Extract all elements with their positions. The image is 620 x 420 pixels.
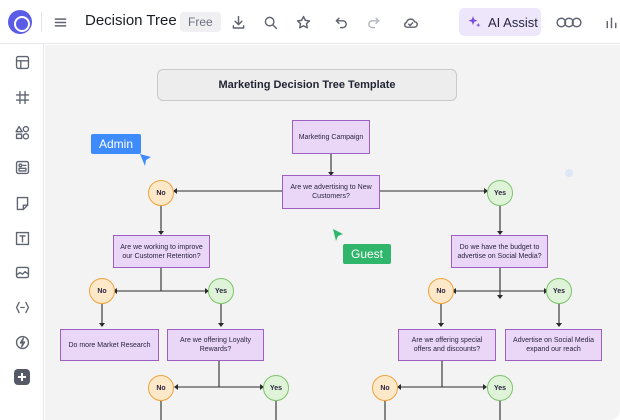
node-social-media-budget[interactable]: Do we have the budget to advertise on So… [451, 235, 548, 268]
answer-yes-circle[interactable]: Yes [487, 180, 513, 206]
document-title[interactable]: Decision Tree [85, 12, 177, 29]
node-loyalty-rewards[interactable]: Are we offering Loyalty Rewards? [167, 329, 264, 361]
search-icon[interactable] [259, 11, 281, 33]
diagram-title[interactable]: Marketing Decision Tree Template [157, 69, 457, 101]
node-market-research[interactable]: Do more Market Research [60, 329, 159, 361]
collaborators-icon[interactable] [552, 11, 586, 33]
image-icon[interactable] [12, 262, 32, 282]
plan-badge: Free [180, 12, 221, 32]
answer-no-circle[interactable]: No [89, 278, 115, 304]
redo-icon[interactable] [362, 11, 384, 33]
chart-icon[interactable] [600, 11, 620, 33]
app-logo[interactable] [8, 10, 32, 34]
answer-no-circle[interactable]: No [148, 180, 174, 206]
diagram-canvas[interactable]: Marketing Decision Tree Template Marketi… [45, 45, 620, 420]
canvas-dot [565, 169, 573, 177]
node-marketing-campaign[interactable]: Marketing Campaign [292, 120, 370, 154]
node-advertising-new-customers[interactable]: Are we advertising to New Customers? [282, 175, 380, 209]
answer-no-circle[interactable]: No [428, 278, 454, 304]
text-box-icon[interactable] [12, 228, 32, 248]
node-special-offers[interactable]: Are we offering special offers and disco… [398, 329, 496, 361]
add-icon[interactable] [14, 369, 30, 385]
star-icon[interactable] [292, 11, 314, 33]
top-toolbar: Decision Tree Free AI Assist [0, 0, 620, 44]
collaborator-tag-guest: Guest [343, 244, 392, 264]
node-advertise-social-media[interactable]: Advertise on Social Media expand our rea… [505, 329, 602, 361]
undo-icon[interactable] [330, 11, 352, 33]
toolbar-divider [41, 12, 42, 32]
ai-assist-button[interactable]: AI Assist [459, 8, 541, 36]
download-icon[interactable] [227, 11, 249, 33]
answer-yes-circle[interactable]: Yes [546, 278, 572, 304]
cloud-icon[interactable] [399, 11, 421, 33]
connector-lines [99, 154, 562, 420]
sticky-note-icon[interactable] [12, 193, 32, 213]
grid-icon[interactable] [12, 87, 32, 107]
lightning-icon[interactable] [12, 332, 32, 352]
answer-yes-circle[interactable]: Yes [208, 278, 234, 304]
connector-icon[interactable] [12, 297, 32, 317]
layout-icon[interactable] [12, 52, 32, 72]
ai-assist-label: AI Assist [488, 14, 538, 30]
answer-no-circle[interactable]: No [372, 375, 398, 401]
sparkle-icon [468, 15, 481, 27]
answer-no-circle[interactable]: No [148, 375, 174, 401]
node-customer-retention[interactable]: Are we working to improve our Customer R… [113, 235, 210, 268]
left-sidebar [0, 44, 44, 420]
components-icon[interactable] [12, 157, 32, 177]
answer-yes-circle[interactable]: Yes [263, 375, 289, 401]
collaborator-tag-admin: Admin [91, 134, 142, 154]
menu-icon[interactable] [49, 11, 71, 33]
answer-yes-circle[interactable]: Yes [487, 375, 513, 401]
shapes-icon[interactable] [12, 122, 32, 142]
